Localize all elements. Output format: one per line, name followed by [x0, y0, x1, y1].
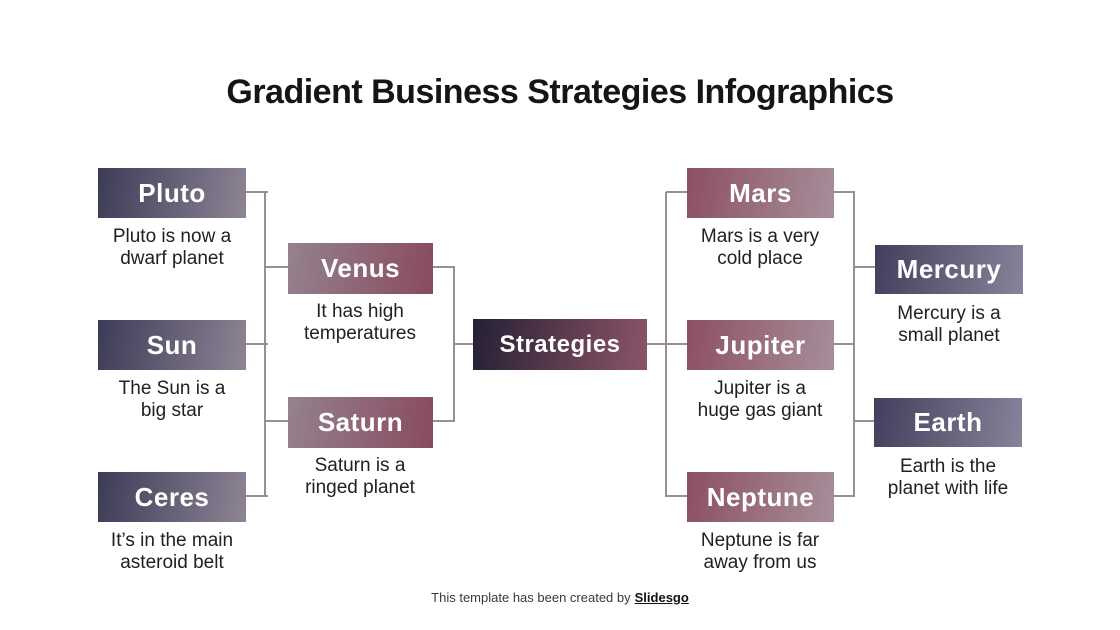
description-line: temperatures — [304, 323, 416, 344]
node-jupiter: Jupiter — [687, 320, 834, 370]
description-line: dwarf planet — [120, 248, 224, 269]
connector-line — [264, 420, 290, 422]
connector-line — [666, 191, 689, 193]
page-title: Gradient Business Strategies Infographic… — [226, 73, 894, 111]
description-line: ringed planet — [305, 477, 415, 498]
connector-line — [431, 420, 455, 422]
connector-line — [833, 343, 855, 345]
connector-line — [666, 343, 689, 345]
node-venus: Venus — [288, 243, 433, 294]
node-mercury: Mercury — [875, 245, 1023, 294]
node-jupiter-description: Jupiter is a huge gas giant — [660, 378, 860, 422]
node-sun-description: The Sun is a big star — [72, 378, 272, 422]
connector-line — [646, 343, 668, 345]
node-earth: Earth — [874, 398, 1022, 447]
connector-line — [853, 420, 875, 422]
connector-line — [431, 266, 455, 268]
connector-line — [833, 495, 855, 497]
node-sun: Sun — [98, 320, 246, 370]
description-line: Mars is a very — [700, 226, 820, 247]
node-neptune-description: Neptune is far away from us — [660, 530, 860, 574]
description-line: cold place — [717, 248, 803, 269]
description-line: huge gas giant — [697, 400, 823, 421]
connector-line — [666, 495, 689, 497]
node-saturn-description: Saturn is a ringed planet — [260, 455, 460, 499]
node-neptune: Neptune — [687, 472, 834, 522]
description-line: asteroid belt — [120, 552, 224, 573]
description-line: Saturn is a — [314, 455, 406, 476]
connector-line — [264, 192, 266, 497]
connector-line — [853, 192, 855, 497]
description-line: Pluto is now a — [112, 226, 232, 247]
connector-line — [453, 343, 474, 345]
description-line: Mercury is a — [897, 303, 1001, 324]
connector-line — [833, 191, 855, 193]
node-pluto-description: Pluto is now a dwarf planet — [72, 226, 272, 270]
node-ceres: Ceres — [98, 472, 246, 522]
description-line: away from us — [703, 552, 817, 573]
description-line: The Sun is a — [118, 378, 226, 399]
connector-line — [853, 266, 875, 268]
connector-line — [246, 495, 268, 497]
connector-line — [246, 191, 268, 193]
node-mercury-description: Mercury is a small planet — [849, 303, 1049, 347]
node-strategies: Strategies — [473, 319, 647, 370]
node-mars-description: Mars is a very cold place — [660, 226, 860, 270]
description-line: planet with life — [887, 478, 1009, 499]
node-mars: Mars — [687, 168, 834, 218]
connector-line — [246, 343, 268, 345]
node-saturn: Saturn — [288, 397, 433, 448]
footer-text: This template has been created by — [431, 590, 631, 605]
node-earth-description: Earth is the planet with life — [848, 456, 1048, 500]
node-ceres-description: It’s in the main asteroid belt — [72, 530, 272, 574]
slidesgo-link[interactable]: Slidesgo — [634, 590, 689, 605]
description-line: It’s in the main — [110, 530, 234, 551]
connector-line — [264, 266, 290, 268]
node-pluto: Pluto — [98, 168, 246, 218]
node-venus-description: It has high temperatures — [260, 301, 460, 345]
description-line: It has high — [316, 301, 404, 322]
description-line: Neptune is far — [700, 530, 820, 551]
description-line: small planet — [898, 325, 1000, 346]
description-line: Jupiter is a — [714, 378, 806, 399]
description-line: big star — [140, 400, 204, 421]
description-line: Earth is the — [899, 456, 997, 477]
